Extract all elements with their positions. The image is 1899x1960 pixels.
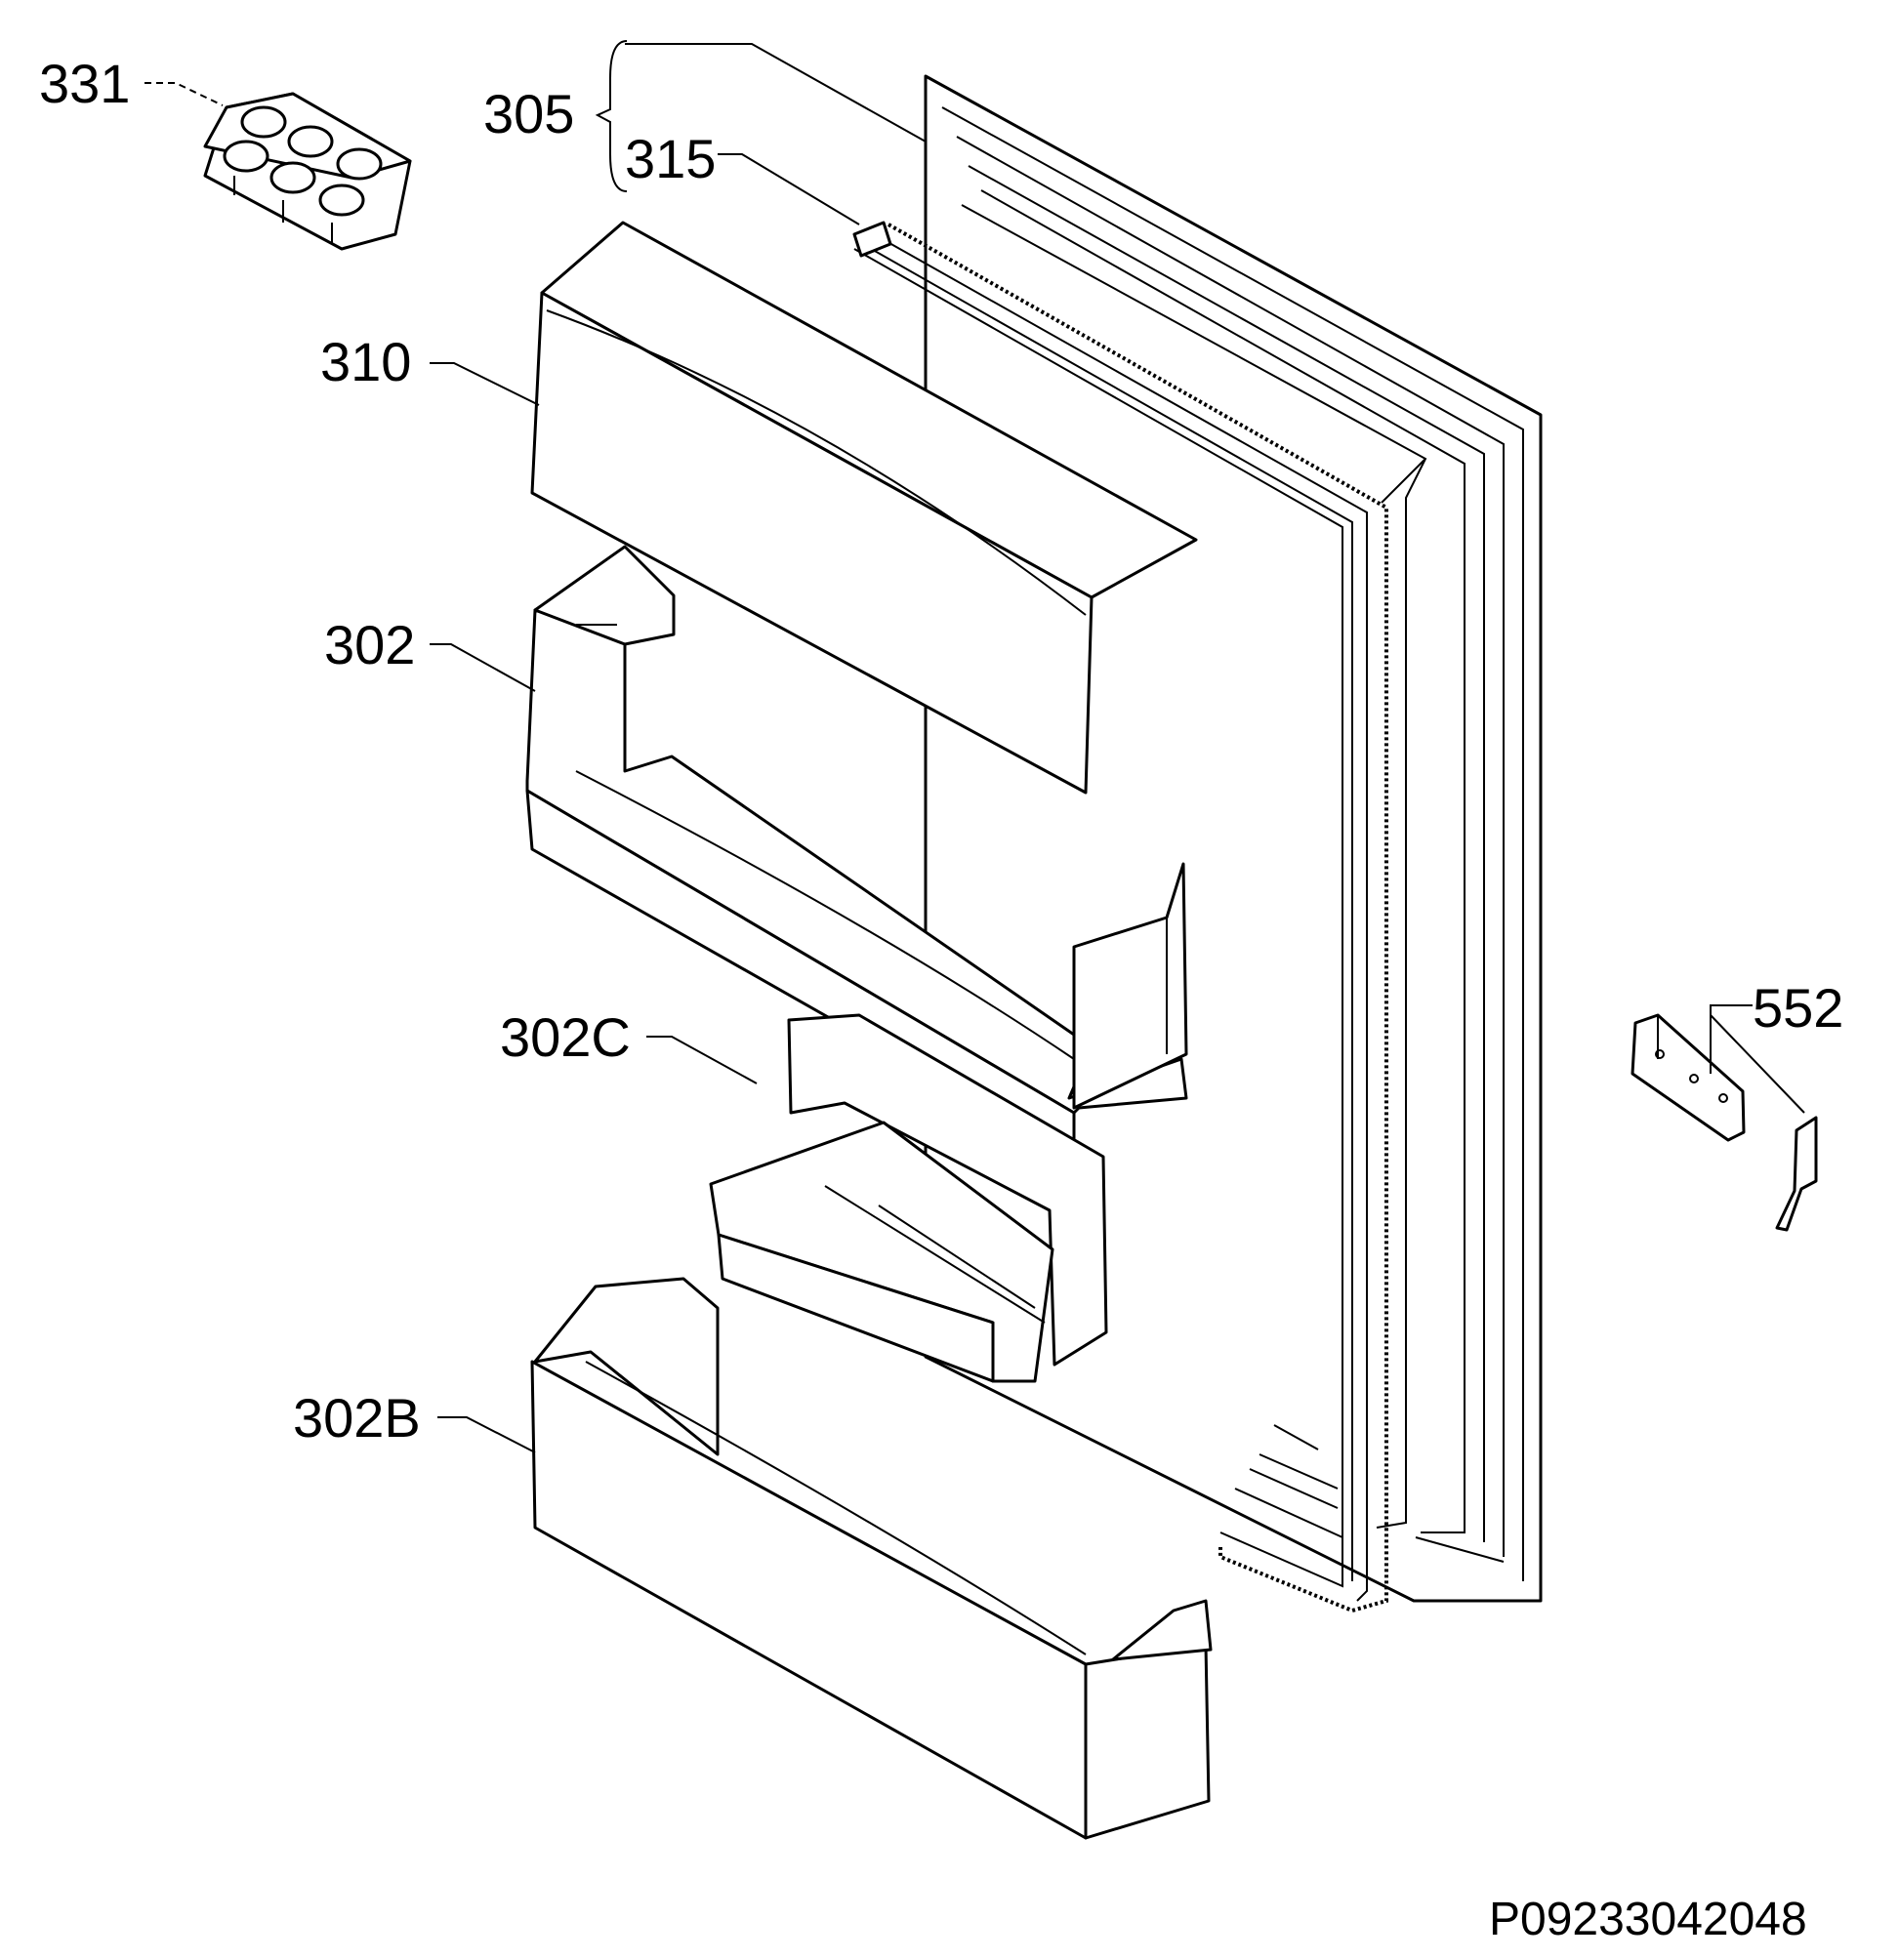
door-gasket	[852, 221, 1388, 1613]
label-305: 305	[483, 83, 574, 144]
label-552: 552	[1753, 977, 1843, 1039]
shelf-lid	[530, 221, 1198, 795]
bottom-door-shelf	[530, 1277, 1213, 1840]
label-310: 310	[320, 331, 411, 392]
leader-lines	[144, 40, 1805, 1453]
label-315: 315	[625, 128, 716, 189]
label-302b: 302B	[293, 1387, 421, 1449]
label-302c: 302C	[500, 1006, 631, 1068]
hinge-parts	[1631, 1013, 1818, 1232]
drawing-code: P09233042048	[1489, 1894, 1807, 1945]
small-door-shelf	[709, 1013, 1108, 1383]
egg-tray	[203, 92, 412, 251]
label-331: 331	[39, 53, 130, 114]
label-302: 302	[324, 614, 415, 675]
